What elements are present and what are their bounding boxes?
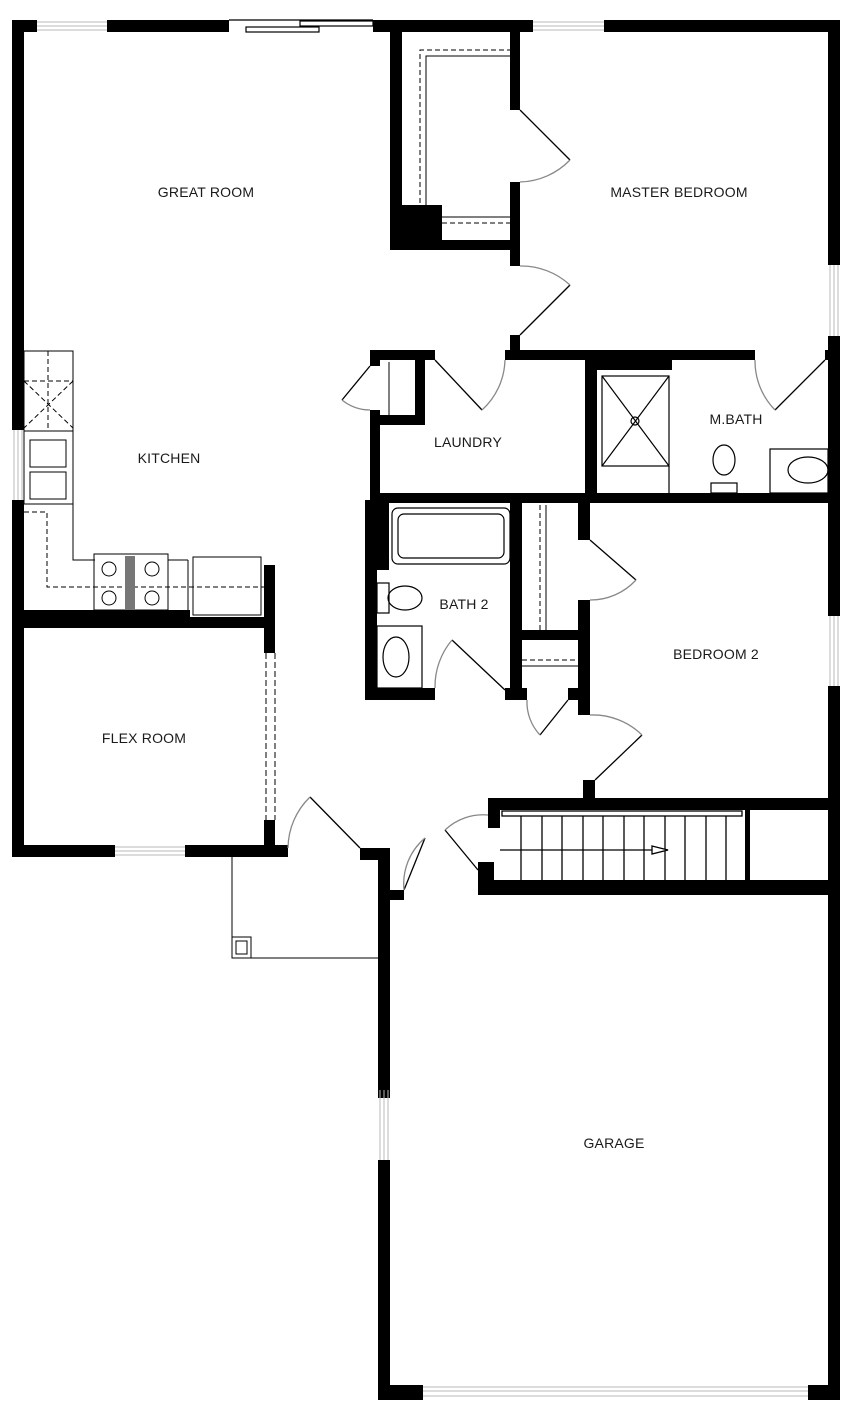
sink-icon: [382, 636, 410, 678]
walls: [12, 20, 840, 1400]
toilet-icon: [712, 444, 736, 476]
kitchen-cabinets: [23, 350, 265, 616]
window-master-top: [533, 21, 604, 31]
hall-closet-shelves: [522, 505, 580, 667]
room-label-kitchen: KITCHEN: [137, 450, 201, 466]
sink-basin-icon: [29, 471, 67, 500]
room-label-master-bedroom: MASTER BEDROOM: [610, 184, 748, 200]
window-garage-left: [379, 1090, 389, 1160]
closet-shelving: [419, 49, 520, 224]
window-master-right: [829, 265, 839, 336]
room-label-bath-2: BATH 2: [439, 596, 489, 612]
window-kitchen-left: [13, 430, 23, 500]
garage-door: [423, 1386, 808, 1397]
doors: [287, 109, 826, 891]
sink-icon: [787, 456, 829, 484]
room-label-master-bath: M.BATH: [709, 411, 763, 427]
sink-basin-icon: [29, 439, 67, 468]
window-bedroom2-right: [829, 616, 839, 686]
porch-post-icon: [231, 936, 252, 959]
room-label-laundry: LAUNDRY: [433, 434, 503, 450]
window-flex-bottom: [115, 846, 185, 856]
refrigerator-icon: [192, 556, 262, 616]
window-great-room-top: [37, 21, 107, 31]
flex-room-opening: [265, 653, 276, 820]
room-label-great-room: GREAT ROOM: [157, 184, 255, 200]
room-label-bedroom-2: BEDROOM 2: [673, 646, 759, 662]
room-label-garage: GARAGE: [583, 1135, 645, 1151]
master-bath-fixtures: [601, 375, 829, 494]
sliding-door: [229, 19, 374, 33]
stairs: [500, 810, 747, 883]
shower-icon: [601, 375, 670, 467]
front-porch: [231, 857, 380, 959]
bath2-fixtures: [376, 507, 511, 689]
windows: [13, 21, 839, 1397]
room-label-flex-room: FLEX ROOM: [101, 730, 187, 746]
bathtub-icon: [391, 507, 511, 565]
toilet-icon: [387, 585, 423, 611]
